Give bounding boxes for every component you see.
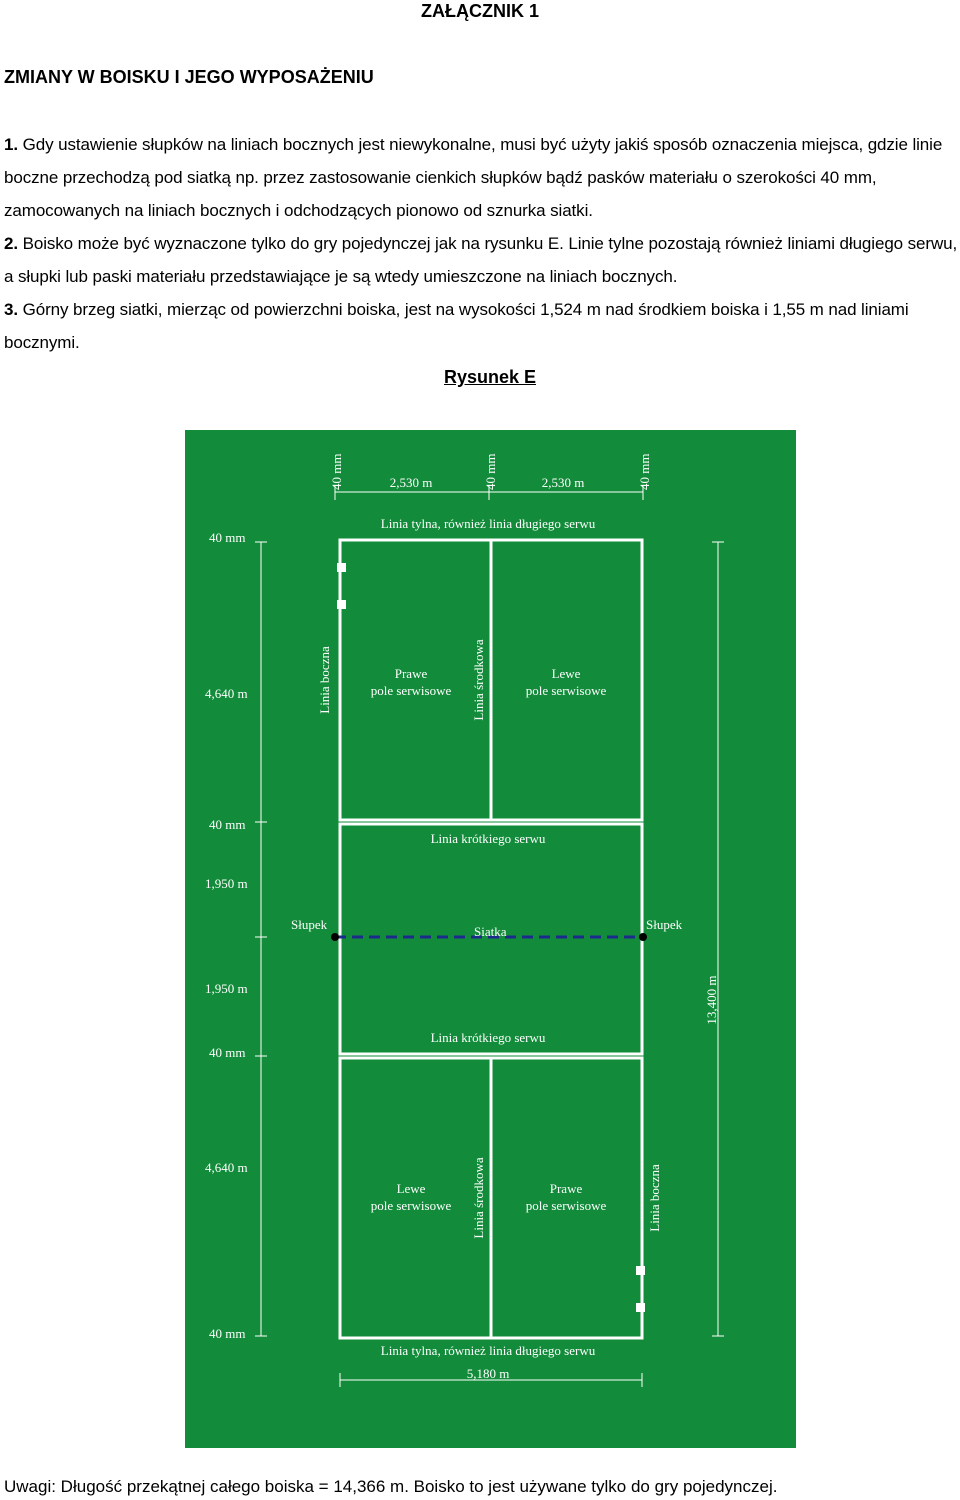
label-2530-left: 2,530 m: [390, 475, 433, 490]
label-total-width: 5,180 m: [467, 1366, 510, 1381]
paragraph-text: Gdy ustawienie słupków na liniach boczny…: [4, 135, 943, 220]
label-40mm: 40 mm: [637, 454, 652, 490]
label-back-line-bottom: Linia tylna, również linia długiego serw…: [381, 1343, 596, 1358]
paragraph-number: 1.: [4, 135, 18, 154]
dimension-lines: [255, 485, 724, 1387]
label-40mm: 40 mm: [209, 817, 245, 832]
label-right-court-top-2: pole serwisowe: [371, 683, 452, 698]
court-lines: [338, 538, 644, 1340]
label-sideline-top: Linia boczna: [317, 646, 332, 714]
label-net: Siatka: [474, 924, 507, 939]
label-40mm: 40 mm: [209, 1326, 245, 1341]
paragraph-3: 3. Górny brzeg siatki, mierząc od powier…: [4, 293, 960, 359]
label-post-right: Słupek: [646, 917, 683, 932]
label-40mm: 40 mm: [329, 454, 344, 490]
label-40mm: 40 mm: [483, 454, 498, 490]
court-diagram: 40 mm 40 mm 40 mm 2,530 m 2,530 m Linia …: [185, 430, 796, 1448]
paragraph-number: 3.: [4, 300, 18, 319]
paragraph-number: 2.: [4, 234, 18, 253]
sideline-markers: [337, 563, 645, 1312]
label-left-court-bottom: Lewe: [397, 1181, 426, 1196]
marker-tab: [337, 563, 346, 572]
section-title: ZMIANY W BOISKU I JEGO WYPOSAŻENIU: [4, 67, 374, 87]
paragraph-2: 2. Boisko może być wyznaczone tylko do g…: [4, 227, 960, 293]
label-2530-right: 2,530 m: [542, 475, 585, 490]
label-back-line-top: Linia tylna, również linia długiego serw…: [381, 516, 596, 531]
label-right-court-bottom: Prawe: [550, 1181, 583, 1196]
label-4640: 4,640 m: [205, 686, 248, 701]
label-right-court-bottom-2: pole serwisowe: [526, 1198, 607, 1213]
label-1950: 1,950 m: [205, 981, 248, 996]
label-short-line-bottom: Linia krótkiego serwu: [431, 1030, 546, 1045]
marker-tab: [636, 1266, 645, 1275]
label-4640: 4,640 m: [205, 1160, 248, 1175]
paragraph-text: Boisko może być wyznaczone tylko do gry …: [4, 234, 958, 286]
label-40mm: 40 mm: [209, 530, 245, 545]
label-post-left: Słupek: [291, 917, 328, 932]
marker-tab: [337, 600, 346, 609]
label-total-length: 13,400 m: [704, 975, 719, 1024]
label-40mm: 40 mm: [209, 1045, 245, 1060]
label-centre-line-top: Linia środkowa: [471, 639, 486, 720]
label-left-court-bottom-2: pole serwisowe: [371, 1198, 452, 1213]
figure-caption: Rysunek E: [443, 367, 537, 387]
page-title: ZAŁĄCZNIK 1: [421, 1, 539, 21]
label-short-line-top: Linia krótkiego serwu: [431, 831, 546, 846]
label-left-court-top: Lewe: [552, 666, 581, 681]
label-centre-line-bottom: Linia środkowa: [471, 1157, 486, 1238]
post-right-dot: [639, 933, 647, 941]
label-sideline-bottom: Linia boczna: [647, 1164, 662, 1232]
post-left-dot: [331, 933, 339, 941]
court-svg: 40 mm 40 mm 40 mm 2,530 m 2,530 m Linia …: [185, 430, 796, 1448]
label-right-court-top: Prawe: [395, 666, 428, 681]
label-left-court-top-2: pole serwisowe: [526, 683, 607, 698]
body-text: 1. Gdy ustawienie słupków na liniach boc…: [4, 128, 960, 359]
paragraph-1: 1. Gdy ustawienie słupków na liniach boc…: [4, 128, 960, 227]
label-1950: 1,950 m: [205, 876, 248, 891]
footnote: Uwagi: Długość przekątnej całego boiska …: [4, 1477, 778, 1496]
paragraph-text: Górny brzeg siatki, mierząc od powierzch…: [4, 300, 909, 352]
marker-tab: [636, 1303, 645, 1312]
